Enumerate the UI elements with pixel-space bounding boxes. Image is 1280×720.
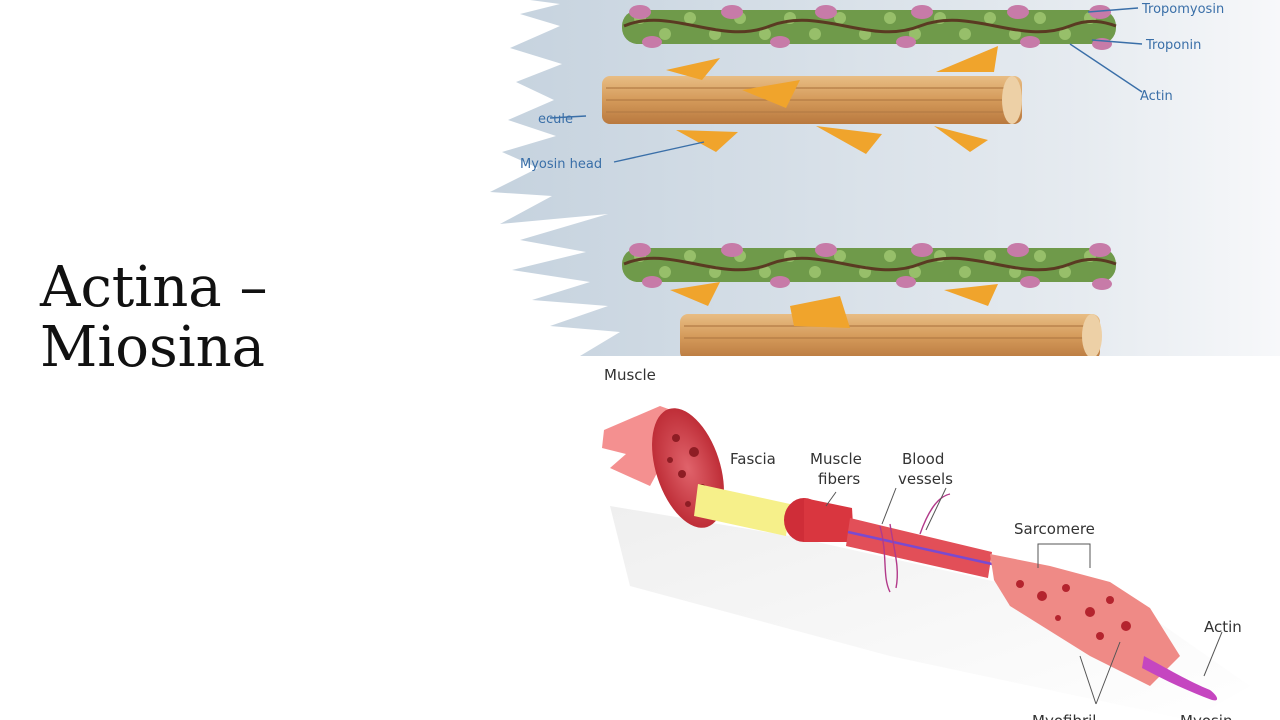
actin-myosin-strand xyxy=(1142,656,1218,701)
muscle-structure-figure: Muscle Fascia Muscle fibers Blood vessel… xyxy=(602,366,1250,720)
actin-filament-upper xyxy=(622,5,1117,50)
myosin-head xyxy=(936,46,998,72)
label-fascia: Fascia xyxy=(730,450,776,468)
label-myosin-head: Myosin head xyxy=(520,157,602,172)
torn-background xyxy=(490,0,1280,356)
myofibril xyxy=(990,554,1180,686)
title-line-2: Miosina xyxy=(40,315,266,380)
myosin-head xyxy=(666,58,720,80)
myosin-head xyxy=(934,126,988,152)
myosin-head xyxy=(790,296,850,328)
myosin-filament-upper xyxy=(602,46,1022,154)
label-actin-top: Actin xyxy=(1140,89,1173,104)
myosin-filament-lower xyxy=(670,282,1102,356)
actin-myosin-filament-figure: Tropomyosin Troponin Actin ecule Myosin … xyxy=(490,0,1280,356)
title-line-1: Actina – xyxy=(40,255,268,320)
label-troponin: Troponin xyxy=(1145,38,1201,53)
actin-filament-lower xyxy=(622,243,1117,290)
myosin-head xyxy=(676,130,738,152)
label-tropomyosin: Tropomyosin xyxy=(1141,2,1224,17)
myosin-head xyxy=(742,80,800,108)
label-blood-vessels-1: Blood xyxy=(902,450,944,468)
myosin-head xyxy=(670,282,720,306)
slide-title: Actina – Miosina xyxy=(40,258,400,378)
label-sarcomere: Sarcomere xyxy=(1014,520,1095,538)
label-blood-vessels-2: vessels xyxy=(898,470,953,488)
label-myosin: Myosin xyxy=(1180,712,1233,720)
label-molecule: ecule xyxy=(538,112,573,127)
myosin-head xyxy=(816,126,882,154)
label-muscle: Muscle xyxy=(604,366,656,384)
label-muscle-fibers-1: Muscle xyxy=(810,450,862,468)
label-actin-bottom: Actin xyxy=(1204,618,1242,636)
fascia xyxy=(694,484,790,536)
label-myofibril: Myofibril xyxy=(1032,712,1096,720)
label-muscle-fibers-2: fibers xyxy=(818,470,860,488)
myosin-head xyxy=(944,284,998,306)
